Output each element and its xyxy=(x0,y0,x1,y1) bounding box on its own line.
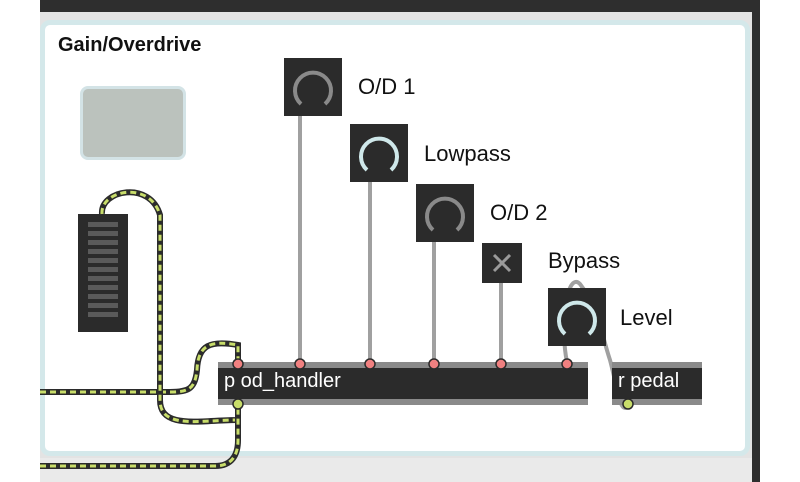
dial-arc-icon xyxy=(359,136,399,172)
level-label: Level xyxy=(620,305,673,330)
canvas-right-edge xyxy=(752,0,760,482)
signal-cord-in[interactable] xyxy=(40,341,240,394)
inlet[interactable] xyxy=(428,358,440,370)
inlet[interactable] xyxy=(364,358,376,370)
meter-segment xyxy=(88,267,118,272)
lowpass-label: Lowpass xyxy=(424,141,511,166)
meter-segment xyxy=(88,258,118,263)
signal-cord-meter[interactable] xyxy=(100,190,240,424)
r-pedal-text: r pedal xyxy=(618,370,680,392)
meter-segment xyxy=(88,303,118,308)
meter-segment xyxy=(88,294,118,299)
display-screen xyxy=(80,86,186,160)
dial-arc-icon xyxy=(557,300,597,336)
outlet[interactable] xyxy=(622,398,634,410)
level-dial[interactable] xyxy=(548,288,606,346)
inlet[interactable] xyxy=(495,358,507,370)
bypass-toggle[interactable] xyxy=(482,243,522,283)
od-handler-text: p od_handler xyxy=(224,370,341,392)
meter-segment xyxy=(88,285,118,290)
inlet[interactable] xyxy=(232,358,244,370)
r-pedal-object[interactable]: r pedal xyxy=(612,362,702,405)
level-meter xyxy=(78,214,128,332)
meter-segment xyxy=(88,240,118,245)
meter-segment xyxy=(88,312,118,317)
meter-segment xyxy=(88,222,118,227)
od1-label: O/D 1 xyxy=(358,74,416,99)
canvas-bottom-strip xyxy=(40,458,752,482)
od1-dial[interactable] xyxy=(284,58,342,116)
meter-segment xyxy=(88,249,118,254)
od2-label: O/D 2 xyxy=(490,200,548,225)
outlet[interactable] xyxy=(232,398,244,410)
x-icon xyxy=(492,253,512,273)
inlet[interactable] xyxy=(561,358,573,370)
dial-arc-icon xyxy=(425,196,465,232)
dial-arc-icon xyxy=(293,70,333,106)
od2-dial[interactable] xyxy=(416,184,474,242)
meter-segment xyxy=(88,231,118,236)
meter-segment xyxy=(88,276,118,281)
signal-cord-out[interactable] xyxy=(40,405,240,468)
bypass-label: Bypass xyxy=(548,248,621,273)
canvas-top-edge xyxy=(40,0,752,12)
lowpass-dial[interactable] xyxy=(350,124,408,182)
od-handler-object[interactable]: p od_handler xyxy=(218,362,588,405)
panel-title: Gain/Overdrive xyxy=(58,34,202,56)
inlet[interactable] xyxy=(294,358,306,370)
